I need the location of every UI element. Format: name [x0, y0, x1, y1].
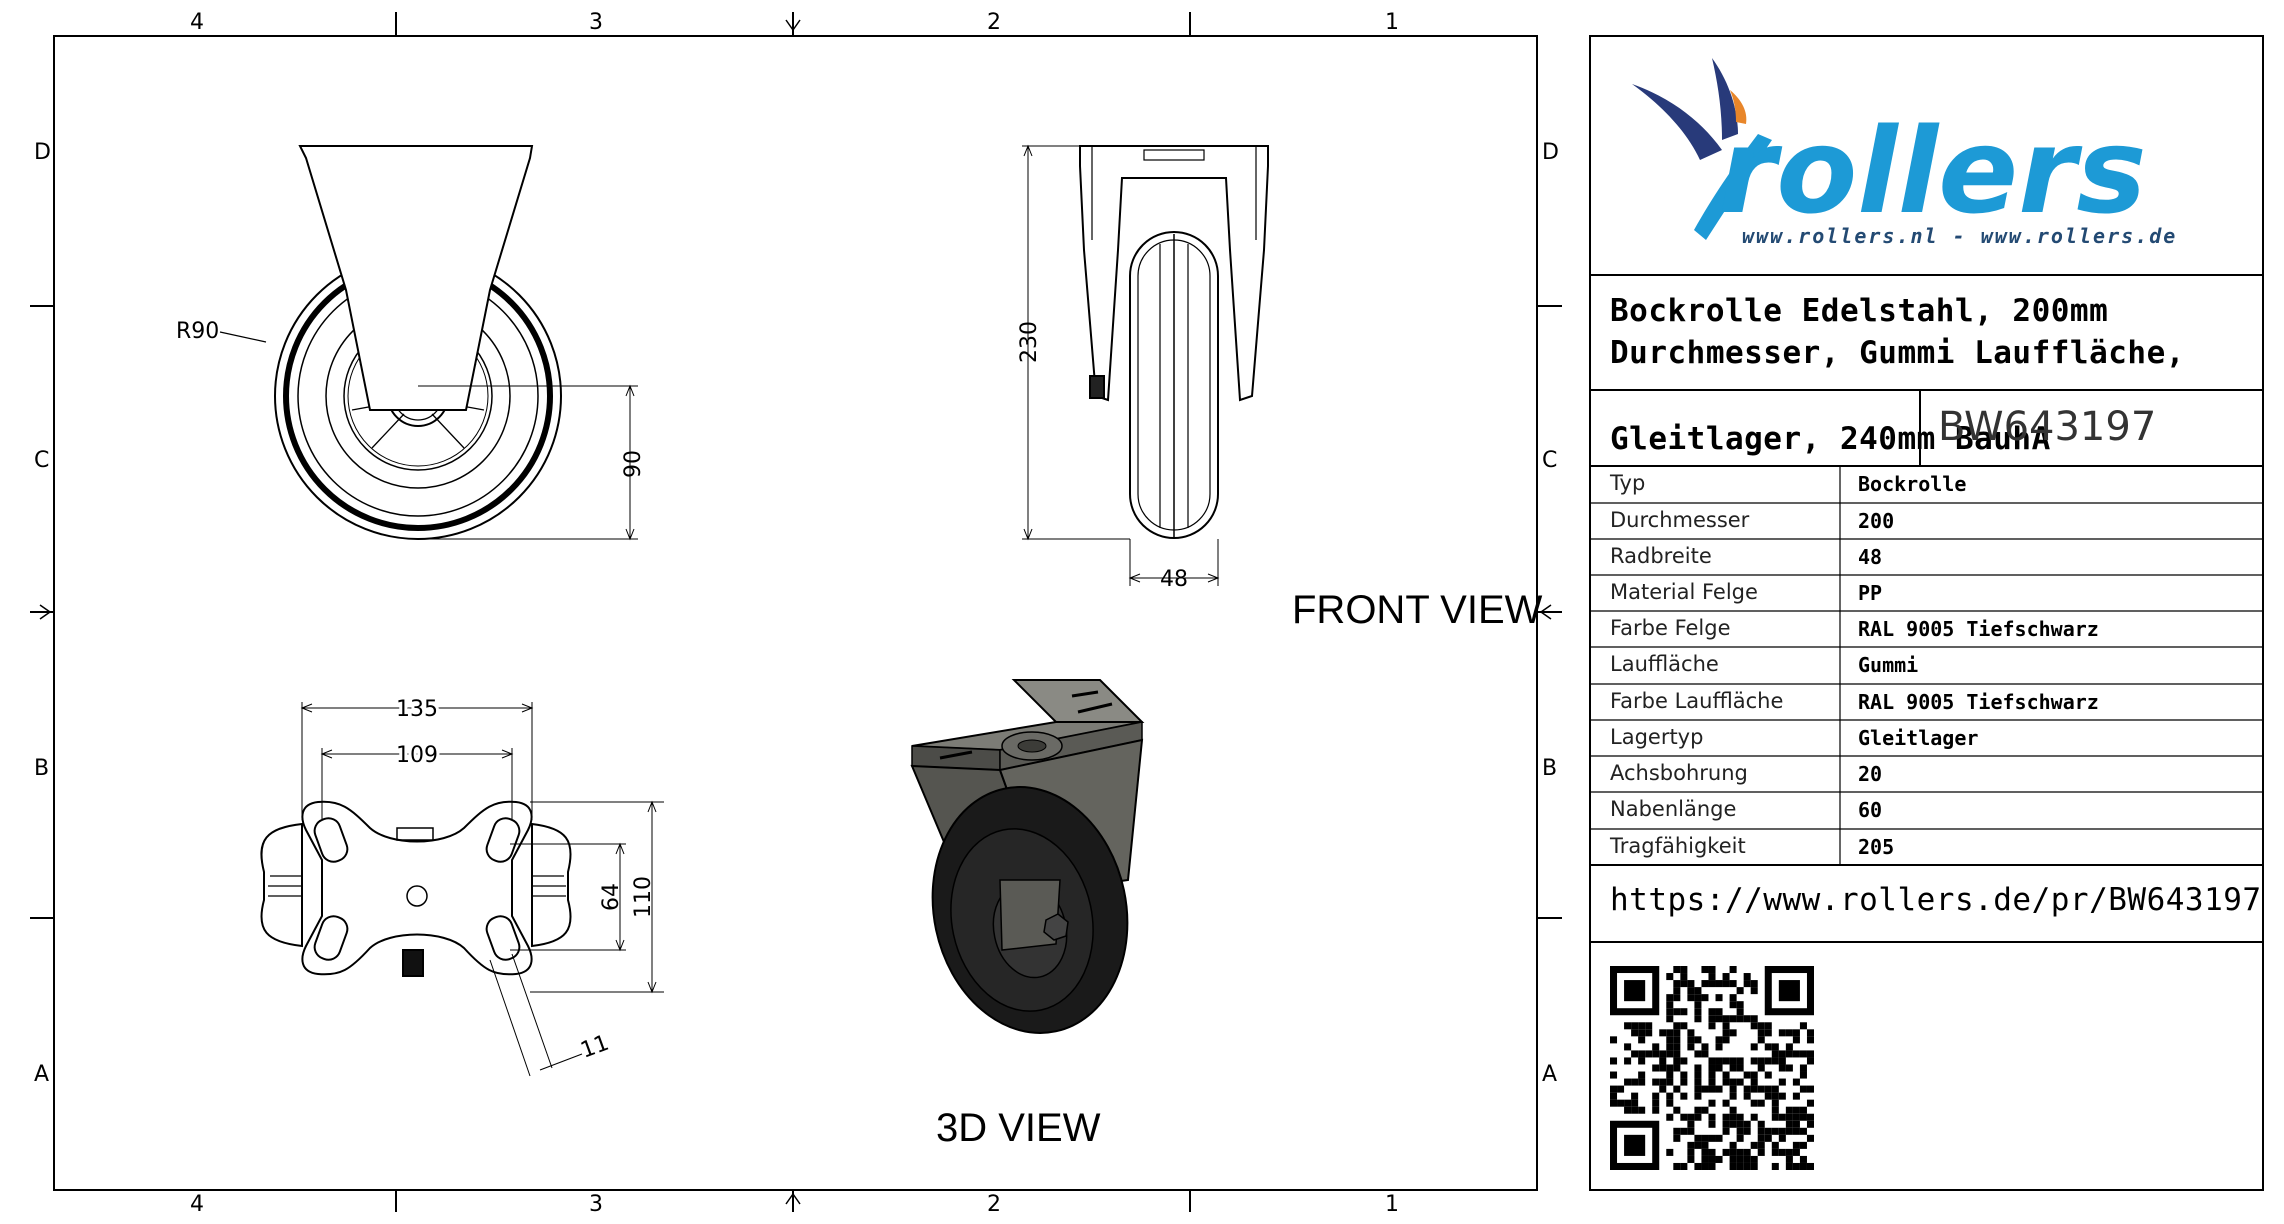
side-view	[219, 145, 638, 541]
rollers-logo-icon	[1632, 58, 1772, 240]
spec-label: Nabenlänge	[1610, 797, 1737, 821]
spec-row: Radbreite 48	[1592, 539, 2265, 575]
spec-value: RAL 9005 Tiefschwarz	[1858, 690, 2099, 714]
spec-row: Typ Bockrolle	[1592, 466, 2265, 502]
spec-label: Typ	[1610, 471, 1646, 495]
zone-row-a-right: A	[1542, 1062, 1558, 1087]
zone-row-b-left: B	[34, 756, 50, 781]
spec-row: Nabenlänge 60	[1592, 792, 2265, 828]
dim-total-height: 230	[1017, 321, 1042, 363]
title-block-frame	[1589, 35, 2264, 1191]
spec-value: Gleitlager	[1858, 726, 1979, 750]
zone-row-d-left: D	[34, 140, 51, 165]
dim-plate-width: 110	[631, 876, 656, 918]
zone-col-3-bottom: 3	[589, 1192, 603, 1217]
spec-row: Achsbohrung 20	[1592, 756, 2265, 792]
spec-row: Lauffläche Gummi	[1592, 647, 2265, 683]
dim-slot-width: 11	[578, 1031, 613, 1064]
dim-plate-length: 135	[396, 697, 438, 722]
dim-radius: R90	[176, 319, 219, 344]
spec-label: Tragfähigkeit	[1610, 834, 1746, 858]
zone-row-a-left: A	[34, 1062, 50, 1087]
spec-value: 205	[1858, 835, 1895, 859]
dim-wheel-width: 48	[1160, 567, 1188, 592]
three-d-view	[910, 679, 1145, 1034]
product-title-line-1: Bockrolle Edelstahl, 200mm	[1610, 293, 2109, 329]
spec-value: Bockrolle	[1858, 472, 1967, 496]
centering-marks	[34, 14, 1560, 1212]
product-title-line-2: Durchmesser, Gummi Lauffläche,	[1610, 335, 2185, 371]
spec-label: Durchmesser	[1610, 508, 1750, 532]
top-view	[260, 702, 664, 1077]
zone-col-2-bottom: 2	[987, 1192, 1001, 1217]
zone-row-b-right: B	[1542, 756, 1558, 781]
article-number: BW643197	[1938, 404, 2157, 450]
front-view-label: FRONT VIEW	[1292, 588, 1543, 632]
spec-value: PP	[1858, 581, 1883, 605]
spec-label: Lagertyp	[1610, 725, 1704, 749]
spec-label: Farbe Lauffläche	[1610, 689, 1784, 713]
spec-table-grid	[1590, 466, 2263, 865]
dim-hole-spacing-length: 109	[396, 743, 438, 768]
zone-col-1-bottom: 1	[1385, 1192, 1399, 1217]
spec-row: Lagertyp Gleitlager	[1592, 720, 2265, 756]
zone-row-c-right: C	[1542, 448, 1558, 473]
spec-value: 48	[1858, 545, 1883, 569]
zone-col-3-top: 3	[589, 10, 603, 35]
spec-value: 60	[1858, 798, 1883, 822]
spec-label: Lauffläche	[1610, 652, 1719, 676]
product-url[interactable]: https://www.rollers.de/pr/BW643197	[1610, 882, 2262, 918]
dim-hole-spacing-width: 64	[599, 883, 624, 911]
qr-code	[1610, 966, 1814, 1170]
zone-col-4-bottom: 4	[190, 1192, 204, 1217]
spec-label: Farbe Felge	[1610, 616, 1731, 640]
spec-label: Achsbohrung	[1610, 761, 1748, 785]
logo-websites: www.rollers.nl - www.rollers.de	[1742, 224, 2178, 248]
zone-col-1-top: 1	[1385, 10, 1399, 35]
spec-label: Radbreite	[1610, 544, 1712, 568]
dim-hub-height: 90	[621, 450, 646, 478]
spec-value: 200	[1858, 509, 1895, 533]
spec-value: 20	[1858, 762, 1883, 786]
spec-label: Material Felge	[1610, 580, 1758, 604]
three-d-view-label: 3D VIEW	[936, 1106, 1101, 1150]
zone-row-d-right: D	[1542, 140, 1559, 165]
spec-value: Gummi	[1858, 653, 1919, 677]
zone-col-2-top: 2	[987, 10, 1001, 35]
spec-row: Tragfähigkeit 205	[1592, 829, 2265, 865]
spec-row: Farbe Felge RAL 9005 Tiefschwarz	[1592, 611, 2265, 647]
zone-row-c-left: C	[34, 448, 50, 473]
spec-value: RAL 9005 Tiefschwarz	[1858, 617, 2099, 641]
spec-row: Durchmesser 200	[1592, 503, 2265, 539]
front-view	[1022, 144, 1269, 586]
logo-wordmark: rollers	[1718, 102, 2147, 240]
product-title-line-3: Gleitlager, 240mm BauhA	[1610, 421, 2051, 457]
spec-row: Farbe Lauffläche RAL 9005 Tiefschwarz	[1592, 684, 2265, 720]
zone-col-4-top: 4	[190, 10, 204, 35]
spec-row: Material Felge PP	[1592, 575, 2265, 611]
